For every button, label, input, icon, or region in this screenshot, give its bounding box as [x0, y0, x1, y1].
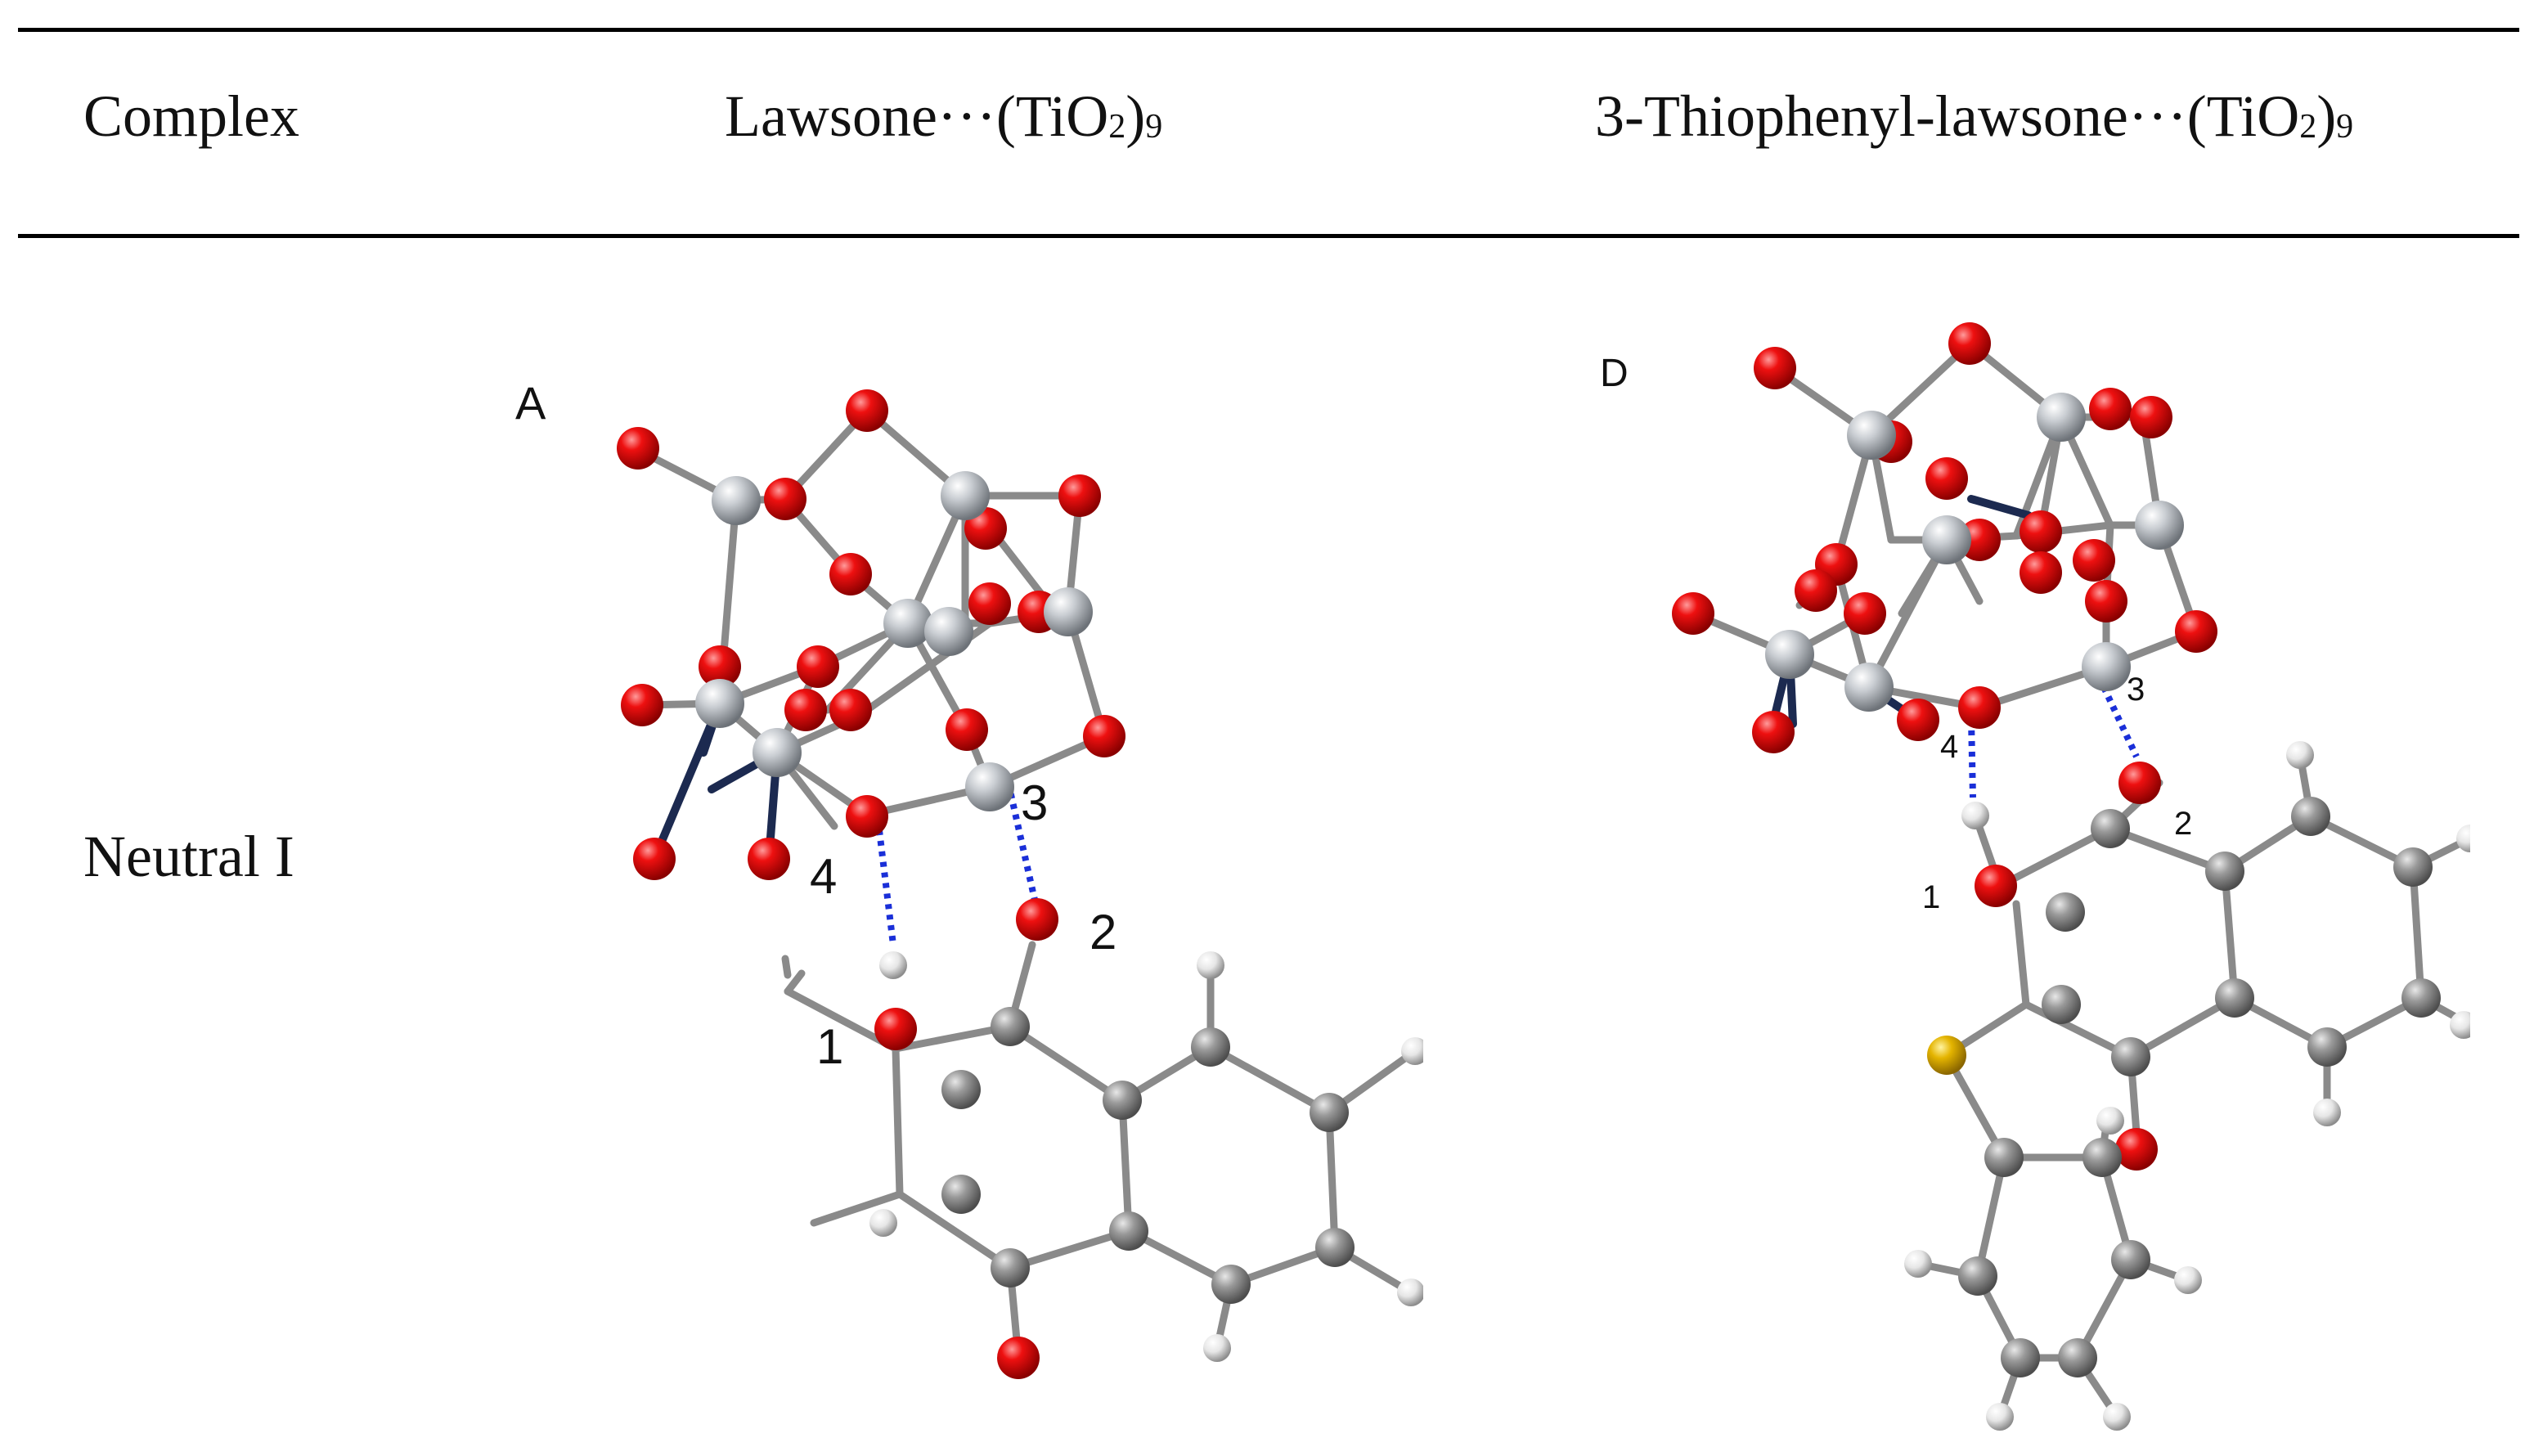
figure-d-thiophenyl-lawsone-tio2-structure: D [1600, 322, 2470, 1431]
tio2-cluster-atoms-d [1672, 322, 2217, 753]
table-top-rule [18, 28, 2519, 32]
interaction-label-3-d: 3 [2127, 672, 2145, 708]
hbond-4-1-d [1968, 719, 1976, 798]
header-thiophenyl-lawsone: 3-Thiophenyl-lawsone···(TiO2)9 [1595, 83, 2354, 149]
interaction-label-1-d: 1 [1922, 879, 1940, 915]
interaction-label-4-d: 4 [1940, 729, 1958, 765]
hbond-3-2-d [2100, 685, 2140, 758]
lawsone-atoms-a [869, 898, 1423, 1379]
interaction-label-2-d: 2 [2174, 806, 2192, 842]
interaction-label-2-a: 2 [1090, 905, 1116, 959]
thiophenyl-lawsone-atoms-d [1904, 741, 2470, 1431]
thiophenyl-lawsone-bonds-d [1914, 751, 2470, 1421]
interaction-label-3-a: 3 [1021, 775, 1048, 830]
interaction-label-1-a: 1 [816, 1019, 843, 1074]
figure-a-lawsone-tio2-structure: A [515, 377, 1423, 1379]
table-header-rule [18, 234, 2519, 238]
panel-label-a: A [515, 377, 546, 429]
lawsone-bonds-a [781, 941, 1419, 1362]
hbond-4-1-a [876, 829, 896, 946]
header-lawsone: Lawsone···(TiO2)9 [725, 83, 1163, 149]
interaction-label-4-a: 4 [810, 849, 837, 904]
row-label-neutral-i: Neutral I [83, 824, 294, 889]
header-complex: Complex [83, 83, 299, 149]
panel-label-d: D [1600, 352, 1629, 395]
tio2-cluster-atoms-a [617, 389, 1125, 880]
